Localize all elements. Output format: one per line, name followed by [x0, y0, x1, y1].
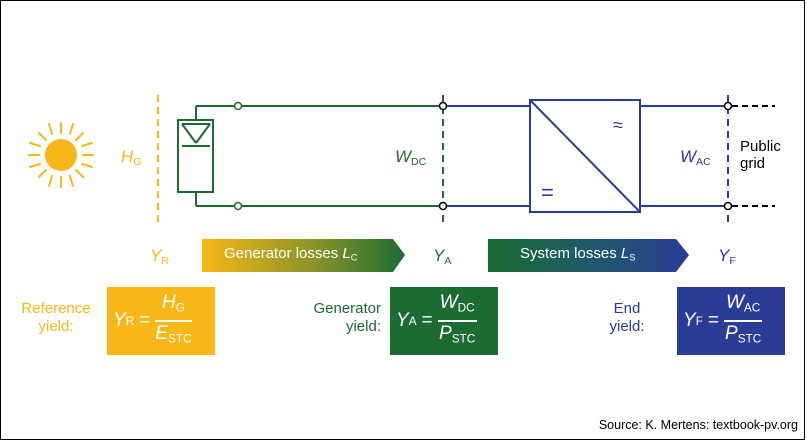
- ya-marker: YA: [433, 246, 452, 267]
- generator-losses-label: Generator losses LC: [224, 245, 358, 263]
- sun-icon: [28, 122, 94, 188]
- wdc-label: WDC: [395, 147, 427, 168]
- grid-connection: [732, 105, 775, 207]
- inverter-wires: [447, 105, 725, 207]
- generator-yield-fraction: WDC PSTC: [437, 291, 477, 346]
- inverter-ac-symbol: ≈: [613, 115, 623, 135]
- inverter-icon: [529, 99, 641, 213]
- yr-marker: YR: [150, 246, 169, 267]
- system-losses-label: System losses LS: [520, 245, 636, 263]
- hg-label: HG: [121, 147, 142, 168]
- terminal-dc-bottom: [438, 201, 448, 211]
- terminal-bottom-left: [233, 201, 243, 211]
- wac-label: WAC: [680, 147, 711, 168]
- reference-yield-fraction: HG ESTC: [155, 291, 192, 346]
- yf-marker: YF: [718, 246, 736, 267]
- end-yield-caption: End yield:: [609, 300, 645, 335]
- terminal-ac-top: [723, 101, 733, 111]
- terminal-ac-bottom: [723, 201, 733, 211]
- public-grid-label: Public grid: [740, 138, 781, 172]
- system-losses-arrow: [488, 239, 689, 272]
- source-credit: Source: K. Mertens: textbook-pv.org: [598, 418, 798, 432]
- generator-losses-arrow: [202, 239, 405, 272]
- terminal-top-left: [233, 101, 243, 111]
- generator-yield-caption: Generator yield:: [313, 300, 381, 335]
- end-yield-fraction: WAC PSTC: [723, 291, 763, 346]
- inverter-dc-symbol: =: [541, 180, 554, 205]
- reference-yield-caption: Reference yield:: [21, 300, 91, 335]
- terminal-dc-top: [438, 101, 448, 111]
- pv-module-icon: [177, 106, 214, 206]
